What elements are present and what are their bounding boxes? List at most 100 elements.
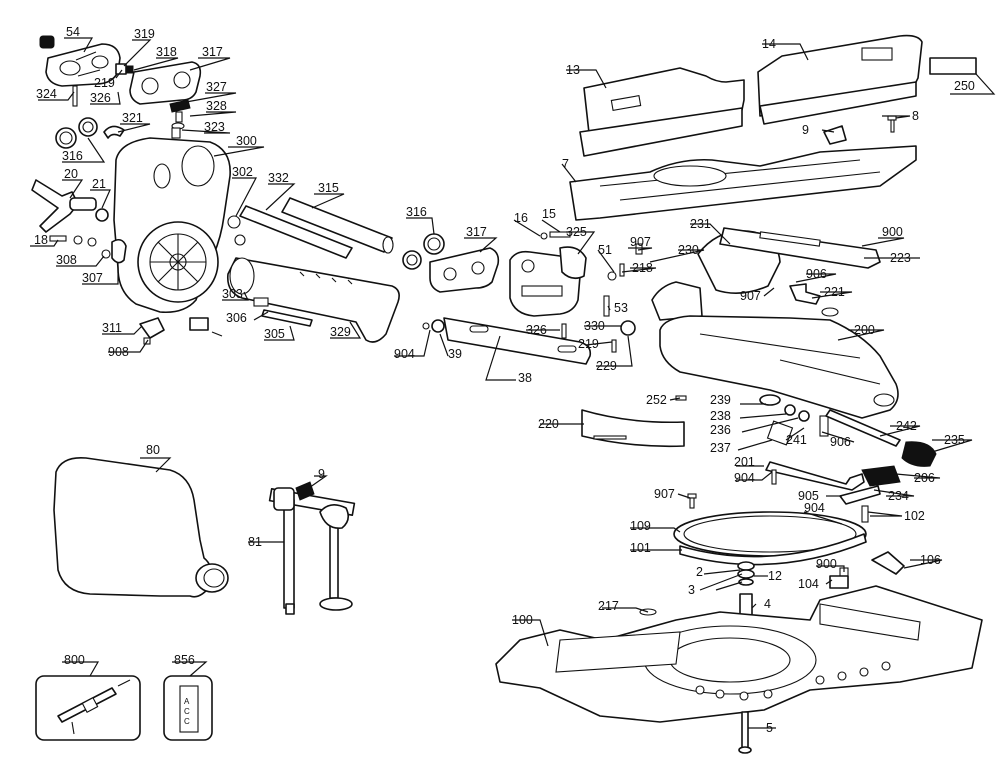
callout-5: 5 <box>766 721 773 735</box>
callout-907c: 907 <box>654 487 675 501</box>
callout-328: 328 <box>206 99 227 113</box>
callout-206: 206 <box>914 471 935 485</box>
callout-4: 4 <box>764 597 771 611</box>
callout-13: 13 <box>566 63 580 77</box>
callout-907: 907 <box>630 235 651 249</box>
callout-900: 900 <box>882 225 903 239</box>
inset-800 <box>35 675 141 741</box>
handle-assembly <box>31 35 500 345</box>
callout-230: 230 <box>678 243 699 257</box>
callout-905: 905 <box>798 489 819 503</box>
callout-217: 217 <box>598 599 619 613</box>
callout-306: 306 <box>226 311 247 325</box>
callout-302: 302 <box>232 165 253 179</box>
callout-38: 38 <box>518 371 532 385</box>
callout-221: 221 <box>824 285 845 299</box>
label-decal <box>581 409 685 448</box>
callout-54: 54 <box>66 25 80 39</box>
callout-231: 231 <box>690 217 711 231</box>
callout-39: 39 <box>448 347 462 361</box>
inset-856: A C C <box>163 675 213 741</box>
callout-15: 15 <box>542 207 556 221</box>
callout-329: 329 <box>330 325 351 339</box>
callout-324: 324 <box>36 87 57 101</box>
callout-906b: 906 <box>830 435 851 449</box>
callout-311: 311 <box>102 321 122 335</box>
callout-229: 229 <box>596 359 617 373</box>
callout-237: 237 <box>710 441 731 455</box>
callout-239: 239 <box>710 393 731 407</box>
callout-250: 250 <box>954 79 975 93</box>
callout-308: 308 <box>56 253 77 267</box>
callout-332: 332 <box>268 171 289 185</box>
callout-326b: 326 <box>526 323 547 337</box>
decal-text-line3: C <box>184 717 190 726</box>
callout-900b: 900 <box>816 557 837 571</box>
callout-236: 236 <box>710 423 731 437</box>
callout-9b: 9 <box>318 467 325 481</box>
link-assembly <box>422 231 643 365</box>
callout-319: 319 <box>134 27 155 41</box>
callout-242: 242 <box>896 419 917 433</box>
callout-106: 106 <box>920 553 941 567</box>
callout-303: 303 <box>222 287 243 301</box>
callout-3: 3 <box>688 583 695 597</box>
callout-326: 326 <box>90 91 111 105</box>
callout-219: 219 <box>94 76 115 90</box>
callout-2: 2 <box>696 565 703 579</box>
callout-12: 12 <box>768 569 782 583</box>
callout-223: 223 <box>890 251 911 265</box>
callout-7: 7 <box>562 157 569 171</box>
callout-317: 317 <box>202 45 223 59</box>
callout-9: 9 <box>802 123 809 137</box>
callout-20: 20 <box>64 167 78 181</box>
callout-300: 300 <box>236 134 257 148</box>
callout-252: 252 <box>646 393 667 407</box>
work-clamp <box>268 481 356 615</box>
callout-907b: 907 <box>740 289 761 303</box>
callout-238: 238 <box>710 409 731 423</box>
callout-100: 100 <box>512 613 533 627</box>
callout-904b: 904 <box>734 471 755 485</box>
decal-text-line1: A <box>184 697 190 706</box>
callout-316: 316 <box>62 149 83 163</box>
callout-908: 908 <box>108 345 129 359</box>
callout-218: 218 <box>632 261 653 275</box>
callout-327: 327 <box>206 80 227 94</box>
callout-81: 81 <box>248 535 262 549</box>
callout-200: 200 <box>854 323 875 337</box>
callout-16: 16 <box>514 211 528 225</box>
callout-220: 220 <box>538 417 559 431</box>
callout-856: 856 <box>174 653 195 667</box>
callout-330: 330 <box>584 319 605 333</box>
callout-904: 904 <box>394 347 415 361</box>
callout-307: 307 <box>82 271 103 285</box>
callout-323: 323 <box>204 120 225 134</box>
callout-53: 53 <box>614 301 628 315</box>
base-assembly <box>495 493 983 754</box>
callout-317b: 317 <box>466 225 487 239</box>
callout-80: 80 <box>146 443 160 457</box>
callout-102: 102 <box>904 509 925 523</box>
table-assembly <box>651 227 937 523</box>
decal-text-line2: C <box>184 707 190 716</box>
callout-8: 8 <box>912 109 919 123</box>
callout-800: 800 <box>64 653 85 667</box>
callout-305: 305 <box>264 327 285 341</box>
callout-14: 14 <box>762 37 776 51</box>
callout-316b: 316 <box>406 205 427 219</box>
callout-104: 104 <box>798 577 819 591</box>
callout-325: 325 <box>566 225 587 239</box>
callout-904c: 904 <box>804 501 825 515</box>
callout-18: 18 <box>34 233 48 247</box>
callout-101: 101 <box>630 541 651 555</box>
callout-201: 201 <box>734 455 755 469</box>
callout-21: 21 <box>92 177 106 191</box>
callout-906: 906 <box>806 267 827 281</box>
callout-235: 235 <box>944 433 965 447</box>
callout-321: 321 <box>122 111 143 125</box>
callout-234: 234 <box>888 489 909 503</box>
callout-241: 241 <box>786 433 807 447</box>
callout-labels: 54 319 318 317 324 219 326 327 328 321 3… <box>34 25 975 735</box>
